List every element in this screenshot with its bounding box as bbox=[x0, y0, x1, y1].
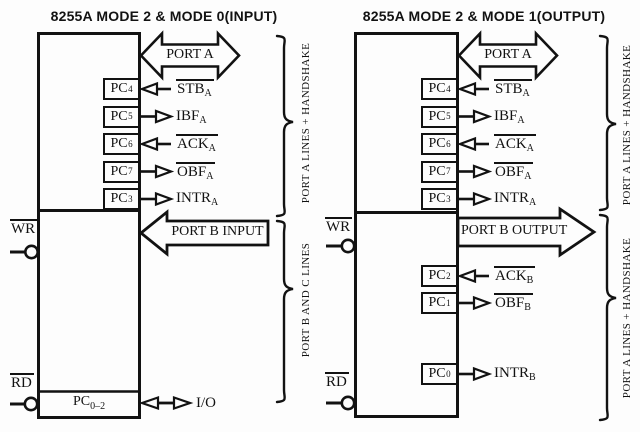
right-top-brace bbox=[598, 34, 617, 212]
left-intr-out-arrow bbox=[140, 191, 175, 207]
right-ack-b-label: ACKB bbox=[494, 266, 536, 286]
right-intr-b-out-arrow bbox=[458, 366, 493, 382]
right-obf-a-label: OBFA bbox=[494, 161, 534, 182]
left-port-b-input-arrow bbox=[138, 209, 270, 257]
right-intr-b-label: INTRB bbox=[494, 365, 536, 383]
left-rd-label: RD bbox=[10, 373, 34, 391]
right-intr-a-label: INTRA bbox=[494, 190, 537, 208]
right-port-b-output-label: PORT B OUTPUT bbox=[461, 223, 568, 238]
left-intr-a-label: INTRA bbox=[176, 190, 219, 208]
right-port-b-output-arrow bbox=[456, 206, 597, 258]
left-io-label: I/O bbox=[196, 394, 216, 411]
right-stb-a-label: STBA bbox=[494, 79, 532, 99]
right-port-a-bidir-arrow bbox=[457, 30, 559, 81]
left-wr-pin-line bbox=[10, 244, 39, 260]
right-ibf-out-arrow bbox=[458, 109, 493, 124]
right-obf-a-out-arrow bbox=[458, 164, 493, 179]
left-port-a-bidir-arrow bbox=[139, 30, 241, 81]
right-port-a-label: PORT A bbox=[484, 47, 532, 62]
right-intr-a-out-arrow bbox=[458, 191, 493, 207]
left-port-b-input-label: PORT B INPUT bbox=[171, 224, 264, 239]
right-ack-a-label: ACKA bbox=[494, 134, 536, 154]
left-bottom-brace bbox=[275, 219, 294, 404]
left-port-a-label: PORT A bbox=[166, 47, 214, 62]
right-obf-b-label: OBFB bbox=[494, 293, 533, 313]
left-obf-out-arrow bbox=[140, 164, 175, 179]
right-wr-pin-line bbox=[326, 238, 356, 254]
right-wr-label: WR bbox=[325, 217, 353, 235]
left-io-bidir-arrow bbox=[138, 395, 194, 411]
right-ack-b-in-arrow bbox=[456, 268, 489, 284]
left-stb-in-arrow bbox=[138, 81, 171, 97]
left-chip-block bbox=[37, 32, 141, 419]
left-top-brace bbox=[275, 34, 294, 218]
left-pc02-label: PC0–2 bbox=[72, 394, 106, 412]
left-ack-in-arrow bbox=[138, 136, 171, 152]
left-rd-pin-line bbox=[10, 396, 39, 412]
right-ibf-a-label: IBFA bbox=[494, 107, 525, 126]
right-bottom-brace bbox=[598, 213, 617, 422]
left-title: 8255A MODE 2 & MODE 0(INPUT) bbox=[50, 8, 278, 24]
right-stb-in-arrow bbox=[456, 81, 489, 97]
left-bottom-brace-caption: PORT B AND C LINES bbox=[300, 242, 312, 358]
left-ack-a-label: ACKA bbox=[176, 134, 218, 154]
right-rd-pin-line bbox=[326, 395, 356, 411]
right-ack-a-in-arrow bbox=[456, 136, 489, 152]
left-ibf-out-arrow bbox=[140, 109, 175, 124]
right-rd-label: RD bbox=[325, 372, 349, 390]
left-stb-a-label: STBA bbox=[176, 79, 214, 99]
right-bottom-brace-caption: PORT A LINES + HANDSHAKE bbox=[621, 237, 633, 399]
right-obf-b-out-arrow bbox=[458, 295, 493, 311]
left-obf-a-label: OBFA bbox=[176, 161, 216, 182]
left-wr-label: WR bbox=[10, 219, 38, 237]
right-title: 8255A MODE 2 & MODE 1(OUTPUT) bbox=[362, 8, 606, 24]
left-ibf-a-label: IBFA bbox=[176, 107, 207, 126]
